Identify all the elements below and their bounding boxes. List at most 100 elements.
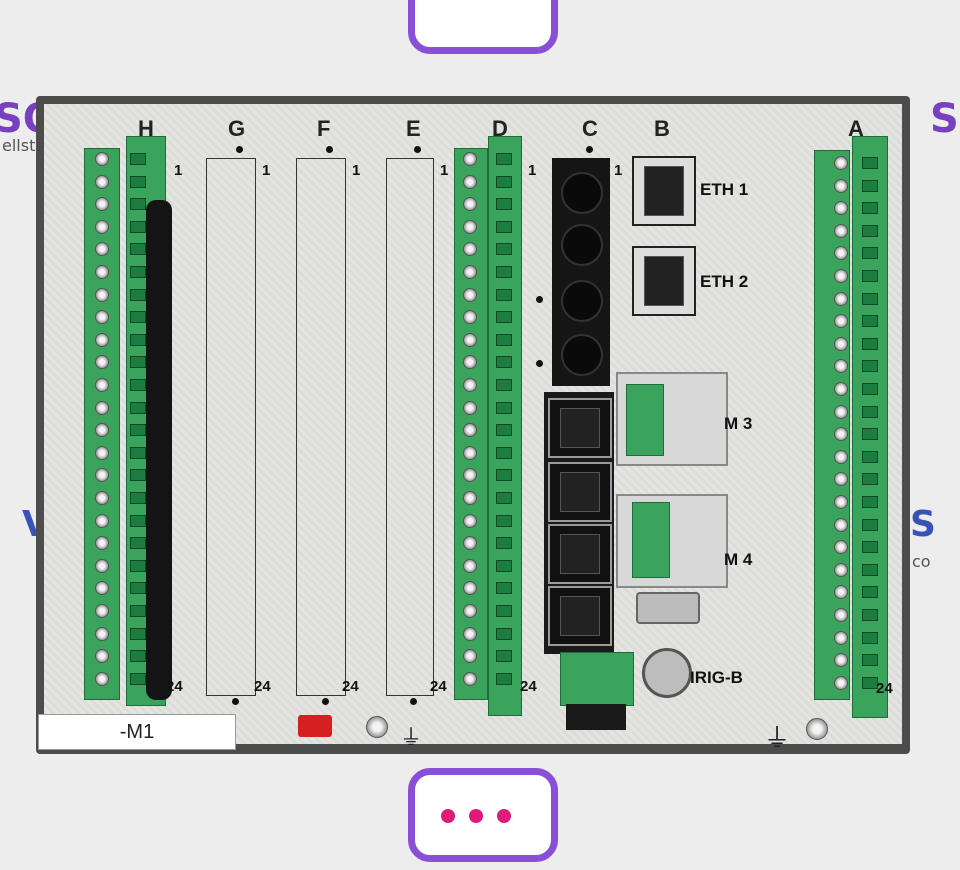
- terminal-plug-a[interactable]: [852, 136, 888, 718]
- marker-dot: [536, 360, 543, 367]
- terminal-screw[interactable]: [463, 491, 477, 505]
- serial-plug-m3[interactable]: [626, 384, 664, 456]
- marker-dot: [236, 146, 243, 153]
- terminal-screw[interactable]: [95, 423, 109, 438]
- terminal-screw[interactable]: [463, 265, 477, 279]
- fiber-port[interactable]: [561, 172, 603, 214]
- terminal-screw[interactable]: [463, 445, 477, 460]
- terminal-screw[interactable]: [95, 445, 109, 460]
- terminal-screw[interactable]: [95, 626, 109, 641]
- terminal-screw[interactable]: [834, 472, 848, 487]
- terminal-screw[interactable]: [95, 491, 109, 505]
- terminal-screw[interactable]: [834, 359, 848, 374]
- rj45-port[interactable]: [548, 398, 612, 458]
- rj45-port[interactable]: [548, 462, 612, 522]
- fiber-port[interactable]: [561, 280, 603, 322]
- terminal-screw[interactable]: [95, 174, 109, 189]
- fiber-port[interactable]: [561, 224, 603, 266]
- terminal-screw[interactable]: [95, 536, 109, 551]
- terminal-screw[interactable]: [834, 427, 848, 442]
- terminal-screw[interactable]: [834, 246, 848, 261]
- terminal-screw[interactable]: [463, 626, 477, 641]
- rj45-jack: [644, 166, 684, 216]
- terminal-screw[interactable]: [95, 310, 109, 325]
- terminal-screw[interactable]: [834, 540, 848, 555]
- terminal-clamp: [130, 401, 146, 414]
- terminal-screw[interactable]: [463, 332, 477, 347]
- fiber-port[interactable]: [561, 334, 603, 376]
- terminal-clamp: [862, 157, 878, 169]
- terminal-screw[interactable]: [834, 495, 848, 509]
- terminal-screw[interactable]: [834, 404, 848, 419]
- terminal-screw[interactable]: [834, 382, 848, 396]
- terminal-clamp: [862, 428, 878, 441]
- terminal-screw[interactable]: [463, 242, 477, 257]
- terminal-screw[interactable]: [834, 653, 848, 668]
- terminal-screw[interactable]: [463, 400, 477, 415]
- terminal-screw[interactable]: [463, 581, 477, 596]
- terminal-screw[interactable]: [463, 468, 477, 483]
- terminal-screw[interactable]: [95, 400, 109, 415]
- terminal-clamp: [496, 333, 512, 346]
- ground-screw[interactable]: [806, 718, 828, 740]
- terminal-screw[interactable]: [463, 378, 477, 392]
- terminal-screw[interactable]: [463, 423, 477, 438]
- terminal-screw[interactable]: [834, 608, 848, 622]
- terminal-screw[interactable]: [463, 536, 477, 551]
- terminal-screw[interactable]: [95, 558, 109, 573]
- terminal-screw[interactable]: [95, 649, 109, 664]
- eth2-port[interactable]: [632, 246, 696, 316]
- terminal-clamp: [862, 518, 878, 531]
- terminal-screw[interactable]: [95, 581, 109, 596]
- terminal-screw[interactable]: [463, 310, 477, 325]
- terminal-screw[interactable]: [95, 152, 109, 166]
- terminal-screw[interactable]: [834, 336, 848, 351]
- terminal-screw[interactable]: [463, 558, 477, 573]
- terminal-screw[interactable]: [834, 517, 848, 532]
- terminal-screw[interactable]: [834, 585, 848, 600]
- terminal-clamp: [496, 446, 512, 459]
- terminal-screw[interactable]: [463, 152, 477, 166]
- terminal-screw[interactable]: [834, 314, 848, 329]
- terminal-screw[interactable]: [95, 378, 109, 392]
- terminal-screw[interactable]: [834, 223, 848, 238]
- irig-b-bnc-connector[interactable]: [642, 648, 692, 698]
- terminal-screw[interactable]: [95, 332, 109, 347]
- serial-plug-m4[interactable]: [632, 502, 670, 578]
- terminal-screw[interactable]: [834, 269, 848, 283]
- ground-screw[interactable]: [366, 716, 388, 738]
- terminal-screw[interactable]: [463, 649, 477, 664]
- terminal-screw[interactable]: [834, 562, 848, 577]
- terminal-screw[interactable]: [834, 291, 848, 306]
- terminal-screw[interactable]: [834, 178, 848, 193]
- terminal-screw[interactable]: [463, 671, 477, 686]
- terminal-screw[interactable]: [463, 197, 477, 212]
- rj45-port[interactable]: [548, 586, 612, 646]
- terminal-screw[interactable]: [95, 671, 109, 686]
- terminal-screw[interactable]: [95, 355, 109, 370]
- terminal-screw[interactable]: [95, 287, 109, 302]
- rj45-port[interactable]: [548, 524, 612, 584]
- terminal-screw[interactable]: [463, 355, 477, 370]
- terminal-screw[interactable]: [95, 604, 109, 618]
- terminal-screw[interactable]: [834, 630, 848, 645]
- terminal-screw[interactable]: [463, 174, 477, 189]
- terminal-screw[interactable]: [834, 201, 848, 216]
- terminal-screw[interactable]: [834, 156, 848, 170]
- terminal-screw[interactable]: [463, 219, 477, 234]
- terminal-screw[interactable]: [834, 449, 848, 464]
- terminal-clamp: [130, 559, 146, 572]
- terminal-screw[interactable]: [95, 197, 109, 212]
- power-terminal-plug[interactable]: [560, 652, 634, 706]
- terminal-screw[interactable]: [834, 675, 848, 690]
- terminal-screw[interactable]: [95, 242, 109, 257]
- terminal-screw[interactable]: [463, 604, 477, 618]
- terminal-screw[interactable]: [463, 513, 477, 528]
- terminal-screw[interactable]: [95, 265, 109, 279]
- terminal-screw[interactable]: [95, 513, 109, 528]
- terminal-clamp: [496, 356, 512, 369]
- terminal-screw[interactable]: [95, 468, 109, 483]
- terminal-screw[interactable]: [463, 287, 477, 302]
- eth1-port[interactable]: [632, 156, 696, 226]
- terminal-screw[interactable]: [95, 219, 109, 234]
